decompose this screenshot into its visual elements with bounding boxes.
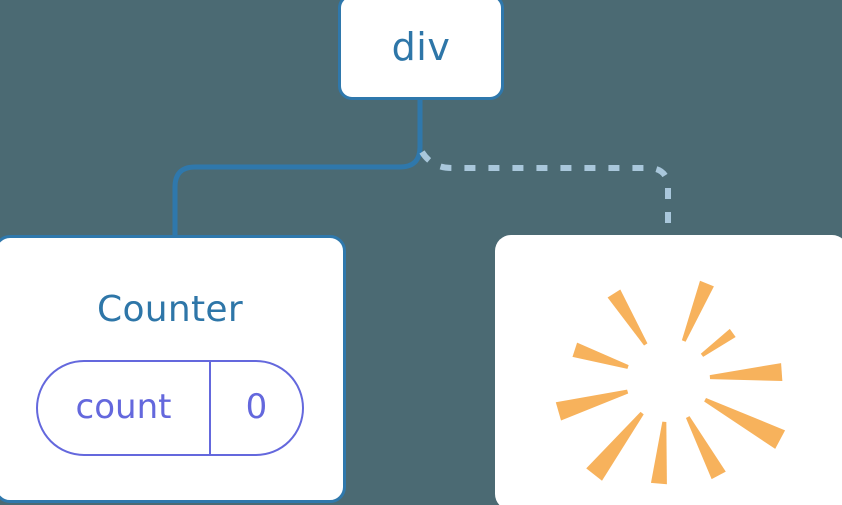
- node-counter-label: Counter: [97, 289, 243, 330]
- state-pill-value: 0: [209, 362, 302, 454]
- node-counter[interactable]: Counter count 0: [0, 235, 346, 503]
- edge-div-to-counter: [172, 97, 423, 241]
- sunburst-ray-10: [607, 289, 648, 346]
- sunburst-ray-6: [650, 421, 667, 485]
- state-pill-count[interactable]: count 0: [36, 360, 304, 456]
- sunburst-ray-4: [704, 397, 786, 449]
- sunburst-ray-8: [555, 389, 629, 421]
- node-div[interactable]: div: [338, 0, 504, 100]
- node-div-label: div: [391, 25, 451, 69]
- sunburst-ray-7: [586, 411, 644, 481]
- sunburst-ray-5: [685, 416, 726, 480]
- sunburst-ray-9: [572, 342, 629, 369]
- sunburst-icon: [495, 235, 842, 505]
- edge-div-to-burst: [419, 150, 671, 238]
- sunburst-rays: [555, 280, 786, 485]
- sunburst-ray-2: [700, 328, 736, 357]
- sunburst-svg: [555, 280, 786, 485]
- node-burst[interactable]: [495, 235, 842, 505]
- state-pill-key: count: [75, 387, 172, 427]
- sunburst-ray-1: [681, 280, 714, 342]
- sunburst-ray-3: [709, 363, 783, 382]
